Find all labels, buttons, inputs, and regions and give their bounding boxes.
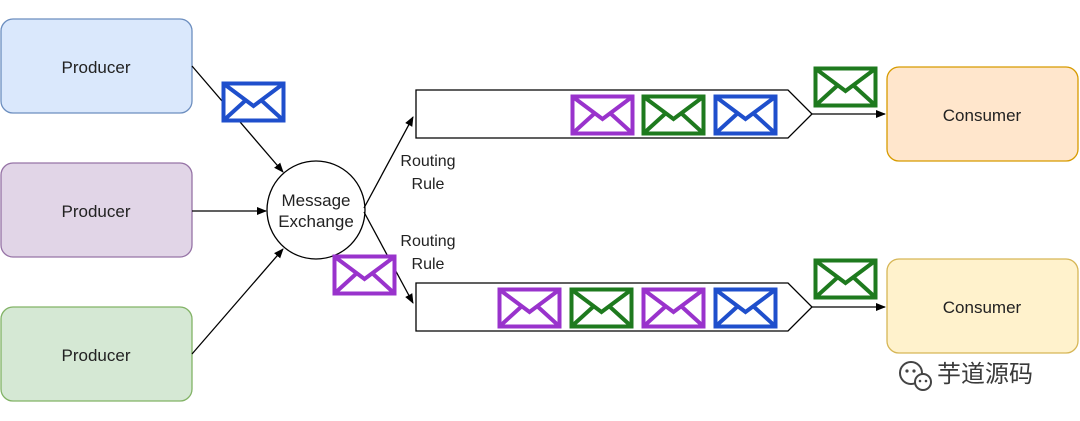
message-exchange-node: Message Exchange: [266, 160, 366, 260]
consumer-label: Consumer: [943, 106, 1022, 125]
envelope-icon: [497, 287, 562, 329]
envelope-icon: [813, 66, 878, 108]
watermark-text: 芋道源码: [937, 360, 1033, 388]
consumer-label: Consumer: [943, 298, 1022, 317]
envelope-icon: [813, 258, 878, 300]
producer-box-1: Producer: [0, 18, 193, 114]
envelope-icon: [570, 94, 635, 136]
arrow-producer3-to-exchange: [191, 248, 284, 355]
routing-rule-1-line1: Routing: [400, 153, 455, 170]
envelope-icon: [569, 287, 634, 329]
producer-box-2: Producer: [0, 162, 193, 258]
envelope-icon: [221, 81, 286, 123]
envelope-icon: [641, 287, 706, 329]
producer-label: Producer: [62, 346, 131, 365]
envelope-icon: [332, 254, 397, 296]
wechat-icon: [899, 361, 932, 391]
exchange-label-line2: Exchange: [278, 212, 354, 231]
exchange-label-line1: Message: [282, 191, 351, 210]
routing-rule-2-line2: Rule: [412, 256, 445, 273]
arrow-exchange-to-queue1: [363, 116, 414, 209]
producer-box-3: Producer: [0, 306, 193, 402]
watermark: 芋道源码: [899, 360, 1033, 391]
envelope-icon: [713, 94, 778, 136]
routing-rule-1-line2: Rule: [412, 176, 445, 193]
producer-label: Producer: [62, 58, 131, 77]
consumer-box-1: Consumer: [886, 66, 1079, 162]
producer-label: Producer: [62, 202, 131, 221]
consumer-box-2: Consumer: [886, 258, 1079, 354]
envelope-icon: [713, 287, 778, 329]
routing-rule-2-line1: Routing: [400, 233, 455, 250]
envelope-icon: [641, 94, 706, 136]
